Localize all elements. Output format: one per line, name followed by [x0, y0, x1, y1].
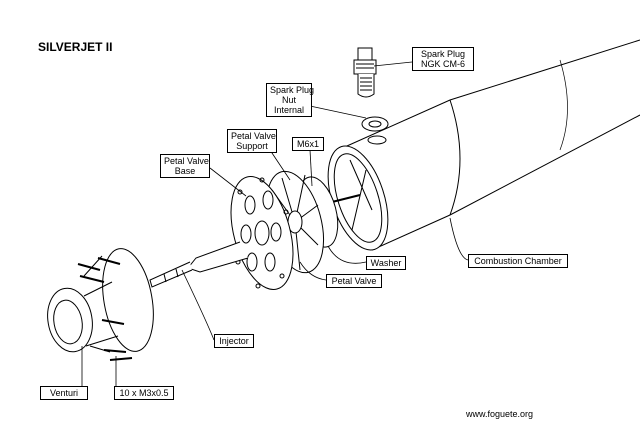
label-line: Injector — [219, 336, 249, 346]
label-petal-valve-support: Petal Valve Support — [227, 129, 277, 153]
petal-valve — [266, 170, 339, 274]
label-washer: Washer — [366, 256, 406, 270]
label-line: Support — [236, 141, 268, 151]
spark-plug — [353, 47, 377, 98]
label-line: Spark Plug — [270, 85, 315, 95]
spark-plug-nut — [361, 116, 389, 145]
label-line: Petal Valve — [231, 131, 276, 141]
label-line: Combustion Chamber — [474, 256, 562, 266]
label-line: Internal — [273, 105, 305, 115]
label-line: Nut — [281, 95, 296, 105]
label-venturi: Venturi — [40, 386, 88, 400]
label-line: 10 x M3x0.5 — [119, 388, 169, 398]
footer-url: www.foguete.org — [466, 409, 534, 419]
label-petal-valve-base: Petal Valve Base — [160, 154, 210, 178]
label-line: Petal Valve — [164, 156, 209, 166]
label-m6x1: M6x1 — [292, 137, 324, 151]
venturi — [47, 248, 154, 361]
label-line: NGK CM-6 — [420, 59, 465, 69]
label-injector: Injector — [214, 334, 254, 348]
combustion-chamber — [319, 39, 640, 251]
label-line: Washer — [370, 258, 402, 268]
label-combustion-chamber: Combustion Chamber — [468, 254, 568, 268]
label-line: Venturi — [49, 388, 79, 398]
label-line: Spark Plug — [420, 49, 466, 59]
petal-valve-base — [230, 176, 294, 290]
label-line: Petal Valve — [331, 276, 377, 286]
label-line: M6x1 — [296, 139, 319, 149]
leader-lines — [81, 61, 469, 386]
label-screws: 10 x M3x0.5 — [114, 386, 174, 400]
label-spark-plug-nut: Spark Plug Nut Internal — [266, 83, 315, 117]
label-spark-plug: Spark Plug NGK CM-6 — [412, 47, 474, 71]
label-petal-valve: Petal Valve — [326, 274, 382, 288]
injector — [149, 241, 249, 288]
label-line: Base — [174, 166, 196, 176]
diagram-title: SILVERJET II — [38, 40, 113, 54]
